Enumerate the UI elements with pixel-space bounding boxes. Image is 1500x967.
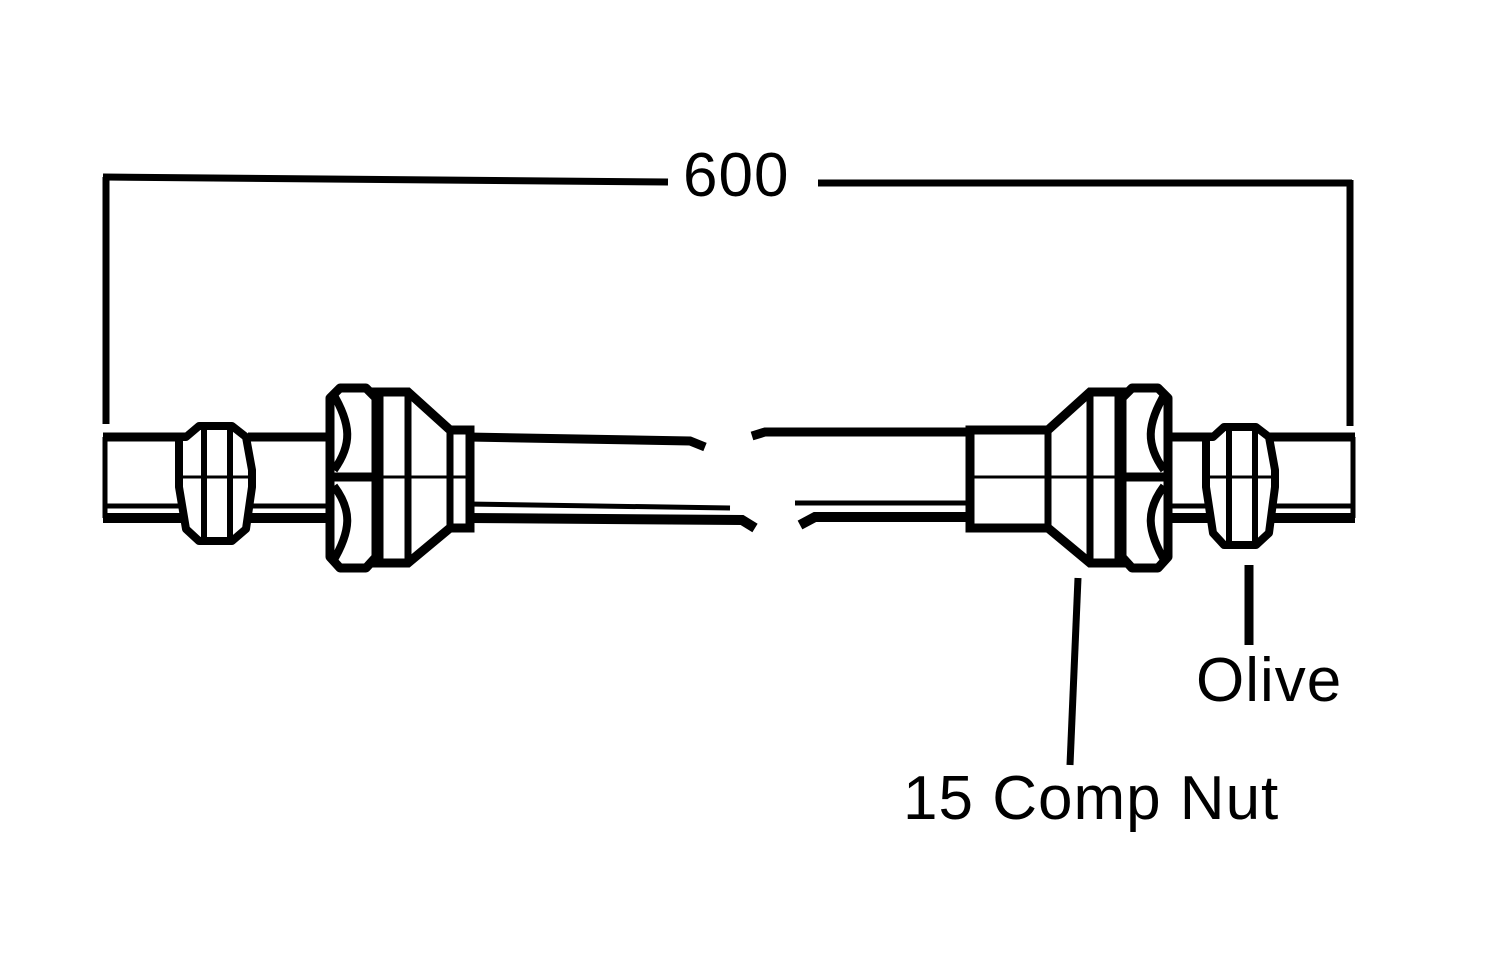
left-olive-outline [175,422,256,545]
dimension-label-600: 600 [683,141,790,210]
left-pipe-run-outer-bottom [467,513,758,533]
left-pipe-stub [102,432,190,523]
right-pipe-run-outer-bottom [797,512,978,530]
callout-label-olive: Olive [1196,646,1343,715]
callout-leaders [1066,565,1254,766]
left-olive [175,422,256,545]
right-comp-nut-chamfer-upper [1146,389,1170,473]
right-comp-nut [965,383,1173,573]
right-assembly [750,383,1356,573]
comp-nut-leader-line [1066,577,1082,766]
right-pipe-stub [1270,432,1356,523]
callout-label-comp-nut: 15 Comp Nut [903,764,1280,833]
left-assembly [102,383,758,573]
left-comp-nut [325,383,475,573]
dimension-line-left-segment [102,173,669,186]
left-pipe-run [467,432,758,533]
right-comp-nut-chamfer-lower [1146,483,1170,566]
right-olive [1202,423,1279,549]
left-pipe-run-outer-top [467,432,707,452]
left-pipe-run-inner-bottom [467,501,731,511]
left-comp-nut-chamfer-upper [328,389,352,473]
left-comp-nut-chamfer-lower [328,483,352,566]
right-olive-outline [1202,423,1279,549]
dimension-600 [102,173,1354,426]
right-pipe-run [750,427,978,530]
right-pipe-run-outer-top [750,427,978,441]
left-pipe-mid [248,432,330,523]
